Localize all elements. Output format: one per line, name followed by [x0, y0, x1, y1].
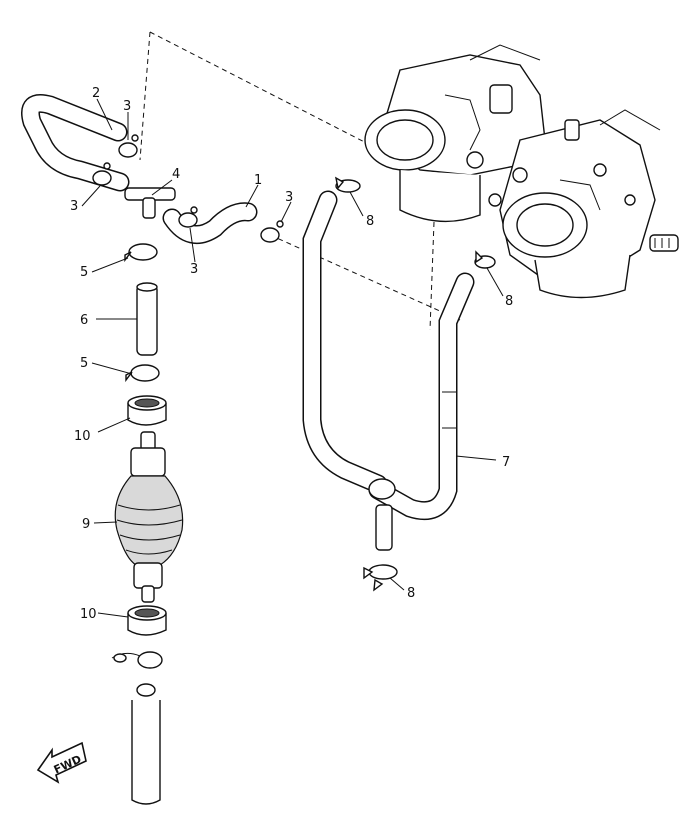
- callout-1: 1: [254, 173, 262, 188]
- clip-3a: [118, 134, 139, 158]
- callout-8-right: 8: [505, 294, 513, 309]
- clip-8b: [474, 250, 496, 269]
- callout-10-bottom: 10: [80, 607, 97, 622]
- clip-8c: [363, 564, 398, 592]
- clip-3c: [178, 206, 198, 228]
- callout-9: 9: [82, 517, 90, 532]
- callout-3-left: 3: [70, 199, 78, 214]
- leader-lines: [81, 98, 504, 618]
- callout-8-top: 8: [366, 214, 374, 229]
- hose-1: [162, 202, 258, 245]
- callout-10-top: 10: [74, 429, 91, 444]
- hose-6: [136, 282, 158, 356]
- callout-6: 6: [80, 313, 88, 328]
- fwd-arrow-icon: FWD: [36, 741, 87, 784]
- callout-3-lower: 3: [190, 262, 198, 277]
- clip-8a: [335, 176, 361, 193]
- fuel-filter-9: [114, 431, 184, 603]
- callout-7: 7: [502, 455, 510, 470]
- clip-5a: [124, 243, 158, 263]
- clip-3d: [260, 220, 284, 243]
- callout-8-bottom: 8: [407, 586, 415, 601]
- holder-10-bottom: [127, 605, 167, 636]
- callout-5-bottom: 5: [80, 356, 88, 371]
- clip-5b: [125, 364, 160, 383]
- hose-2: [21, 93, 130, 192]
- holder-10-top: [127, 395, 167, 426]
- hose-7: [302, 190, 475, 551]
- callout-3-top: 3: [123, 99, 131, 114]
- joint-4: [124, 187, 176, 219]
- callout-3-right: 3: [285, 190, 293, 205]
- carburetor-assembly: [364, 44, 679, 299]
- callout-5-top: 5: [80, 265, 88, 280]
- callout-2: 2: [92, 86, 100, 101]
- callouts: 2 3 3 4 1 3 3 5 6 5 10 9 10 8 8 7 8: [70, 86, 513, 622]
- callout-4: 4: [172, 167, 180, 182]
- clip-3b: [92, 162, 112, 186]
- bottom-hose: [111, 651, 163, 805]
